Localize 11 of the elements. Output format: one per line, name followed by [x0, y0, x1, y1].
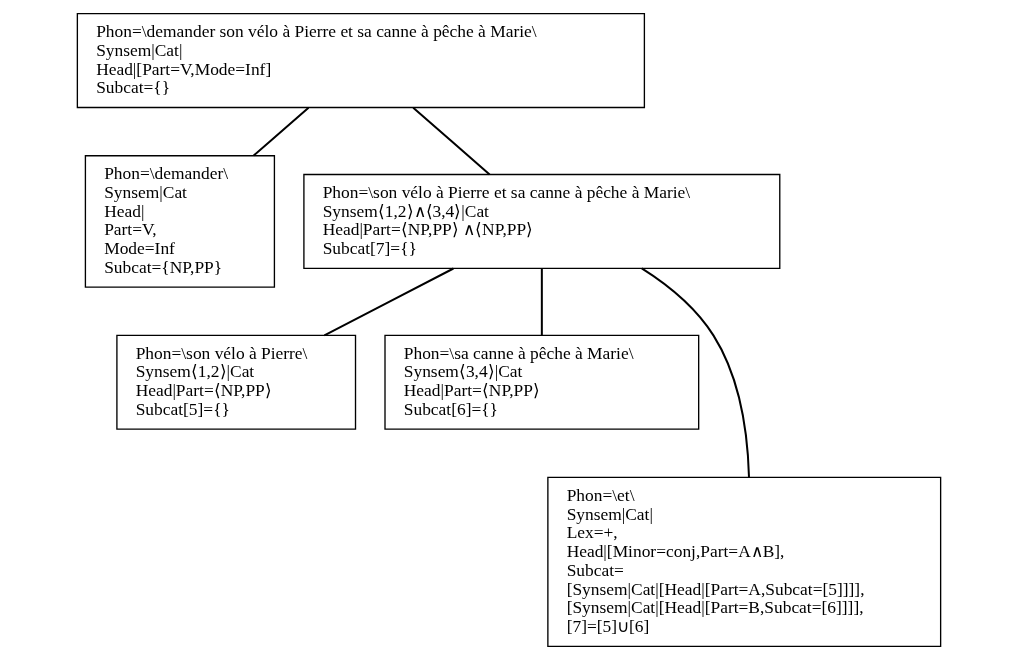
connector: [640, 267, 750, 478]
node-box: Phon=\son vélo à Pierre et sa canne à pêche à Marie\ Synsem⟨1,2⟩∧⟨3,4⟩|Cat Head|Part=⟨NP,PP⟩ ∧⟨NP,PP⟩ Subcat[7]={}: [302, 173, 780, 269]
node-box: Phon=\et\ Synsem|Cat| Lex=+, Head|[Minor=conj,Part=A∧B], Subcat= [Synsem|Cat|[Head|[Part=A,Subcat=[5]]]], [Synsem|Cat|[Head|[Part=B,Subcat=[6]]]], [7]=[5]∪[6]: [546, 476, 941, 648]
connector: [323, 267, 454, 337]
node-box: Phon=\sa canne à pêche à Marie\ Synsem⟨3,4⟩|Cat Head|Part=⟨NP,PP⟩ Subcat[6]={}: [383, 334, 699, 430]
connector: [252, 106, 309, 157]
node-box: Phon=\son vélo à Pierre\ Synsem⟨1,2⟩|Cat Head|Part=⟨NP,PP⟩ Subcat[5]={}: [115, 334, 356, 430]
node-box: Phon=\demander son vélo à Pierre et sa canne à pêche à Marie\ Synsem|Cat| Head|[Part=V,Mode=Inf] Subcat={}: [76, 12, 645, 109]
connector: [540, 268, 543, 336]
node-box: Phon=\demander\ Synsem|Cat Head| Part=V, Mode=Inf Subcat={NP,PP}: [84, 155, 275, 288]
connector: [412, 106, 490, 176]
